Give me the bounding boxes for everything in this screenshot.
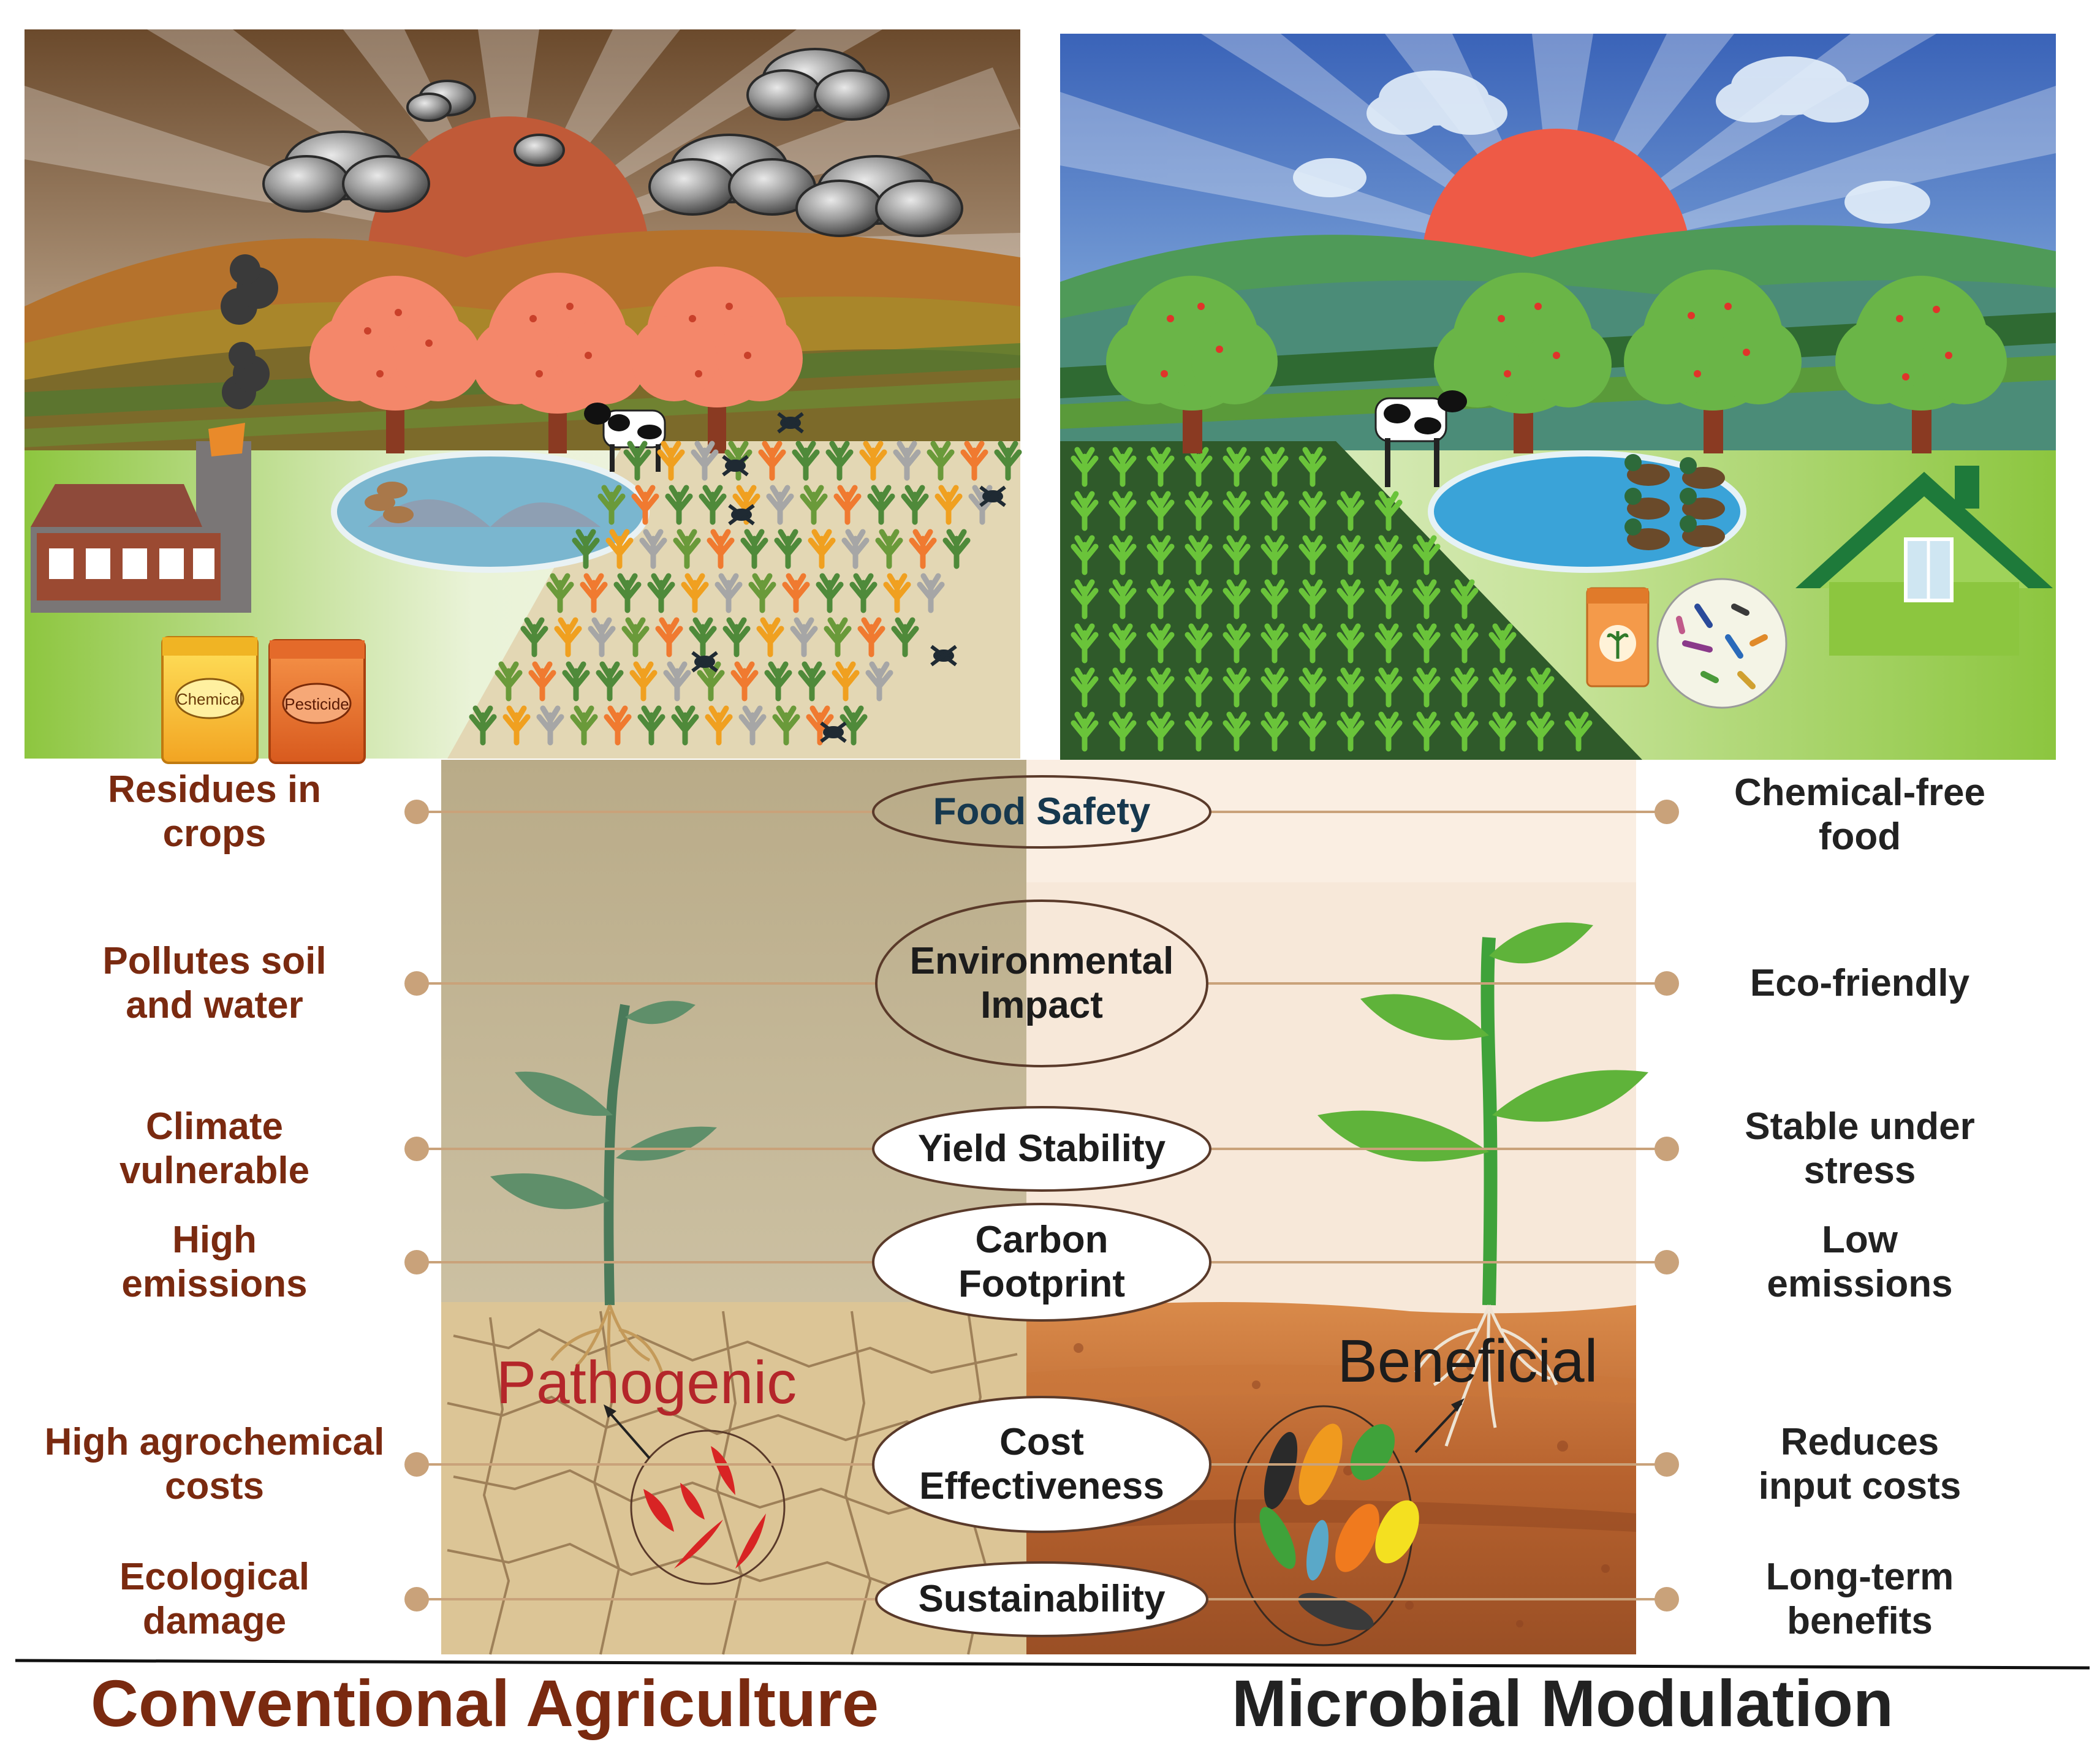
- conventional-farm-scene: [25, 29, 1022, 764]
- conventional-outcome-label: High emissions: [121, 1219, 308, 1305]
- left-connector-dot: [404, 1452, 429, 1477]
- chemical-bag-icon: [161, 636, 259, 764]
- criterion-ellipse: [875, 899, 1208, 1067]
- crop-rows: [469, 441, 1022, 746]
- duck-icon: [1624, 454, 1725, 550]
- smoke-icon: [221, 254, 278, 409]
- microbial-farm-scene: [1060, 34, 2056, 760]
- right-connector-dot: [1655, 1137, 1679, 1161]
- right-connector-dot: [1655, 971, 1679, 996]
- criterion-ellipse: [872, 1106, 1211, 1192]
- microbe-cluster-icon: [1656, 578, 1787, 709]
- weak-plant-icon: [490, 1001, 717, 1392]
- left-connector-dot: [404, 1137, 429, 1161]
- microbial-outcome-label: Eco-friendly: [1749, 962, 1970, 1004]
- comparison-connectors: [404, 775, 1679, 1637]
- pond-icon: [331, 450, 650, 573]
- criterion-label: Yield Stability: [917, 1127, 1166, 1170]
- orange-tree-icon: [309, 267, 803, 453]
- bottom-divider: [15, 1659, 2090, 1670]
- cow-icon: [584, 403, 666, 472]
- criterion-label: Carbon Footprint: [958, 1219, 1125, 1305]
- microbial-modulation-title: Microbial Modulation: [1232, 1666, 1893, 1740]
- seed-packet-icon: [1586, 587, 1650, 687]
- left-connector-dot: [404, 1250, 429, 1274]
- microbial-outcome-label: Low emissions: [1767, 1219, 1953, 1305]
- microbial-outcome-label: Chemical-free food: [1734, 771, 1986, 858]
- pesticide-bag-label: Pesticide: [284, 695, 349, 713]
- pathogenic-label: Pathogenic: [496, 1349, 797, 1416]
- criterion-ellipse: [872, 1396, 1211, 1533]
- storm-cloud-icon: [262, 48, 963, 237]
- criterion-label: Cost Effectiveness: [919, 1421, 1164, 1507]
- criterion-ellipse: [872, 775, 1211, 849]
- duck-icon: [365, 482, 414, 523]
- conventional-outcome-label: Residues in crops: [108, 768, 321, 855]
- pesticide-bag-icon: [268, 639, 366, 764]
- green-tree-icon: [1106, 270, 2007, 453]
- microbial-outcome-label: Long-term benefits: [1765, 1556, 1954, 1642]
- criterion-ellipse: [875, 1561, 1208, 1637]
- left-connector-dot: [404, 971, 429, 996]
- right-connector-dot: [1655, 800, 1679, 824]
- microbial-outcome-label: Stable under stress: [1745, 1105, 1975, 1192]
- insect-pest-icon: [691, 412, 1006, 743]
- conventional-outcome-label: High agrochemical costs: [44, 1421, 385, 1507]
- beneficial-label: Beneficial: [1338, 1327, 1598, 1395]
- left-connector-dot: [404, 1587, 429, 1611]
- microbial-outcome-label: Reduces input costs: [1758, 1421, 1962, 1507]
- criterion-label: Food Safety: [933, 790, 1151, 833]
- conventional-agriculture-title: Conventional Agriculture: [91, 1666, 879, 1740]
- right-connector-dot: [1655, 1587, 1679, 1611]
- conventional-outcome-label: Climate vulnerable: [119, 1105, 310, 1192]
- crop-rows: [1071, 447, 1593, 752]
- cloud-icon: [1293, 56, 1930, 224]
- house-icon: [1795, 466, 2053, 656]
- criterion-ellipse: [872, 1203, 1211, 1322]
- cow-icon: [1374, 390, 1467, 487]
- criterion-label: Sustainability: [918, 1578, 1166, 1620]
- pathogen-cluster-icon: [604, 1404, 786, 1585]
- conventional-outcome-label: Ecological damage: [119, 1556, 310, 1642]
- criterion-label: Environmental Impact: [909, 940, 1174, 1026]
- left-connector-dot: [404, 800, 429, 824]
- conventional-outcome-label: Pollutes soil and water: [102, 940, 327, 1026]
- right-connector-dot: [1655, 1250, 1679, 1274]
- factory-icon: [31, 423, 251, 613]
- right-connector-dot: [1655, 1452, 1679, 1477]
- chemical-bag-label: Chemical: [176, 690, 243, 708]
